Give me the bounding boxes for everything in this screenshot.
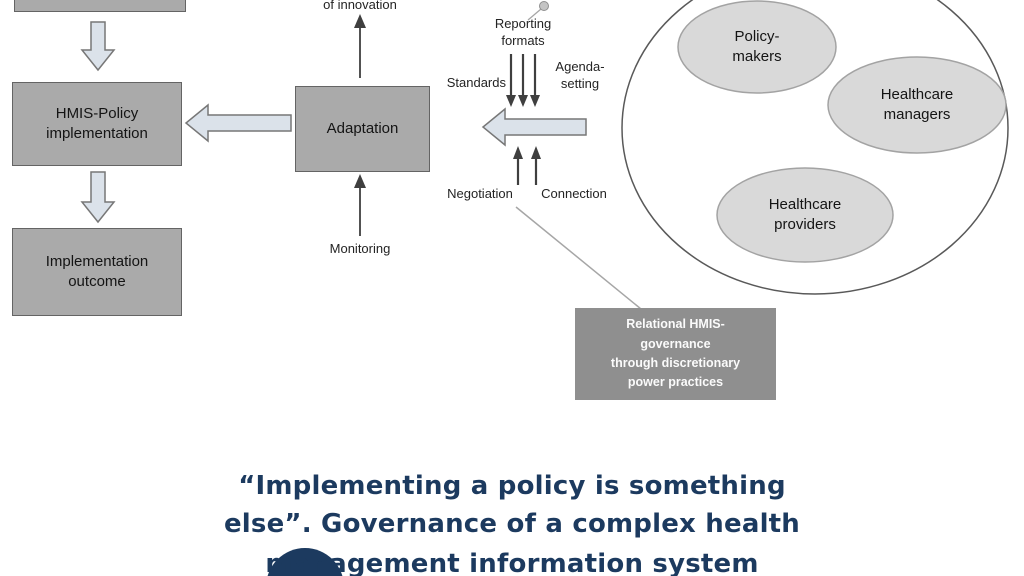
innovation-up-arrow <box>354 14 366 78</box>
healthcare-providers-ellipse <box>716 167 894 263</box>
reporting-callout-dot <box>527 1 549 21</box>
down-block-arrow-bottom <box>80 171 116 224</box>
negotiation-connection-up-arrows <box>513 146 541 185</box>
of-innovation-label: of innovation <box>323 0 397 12</box>
left-block-arrow-adaptation-to-policy <box>184 103 292 143</box>
monitoring-up-arrow <box>354 174 366 236</box>
paper-title-line-1: “Implementing a policy is something <box>238 471 786 501</box>
implementation-outcome-box: Implementation outcome <box>12 228 182 316</box>
monitoring-label: Monitoring <box>329 241 391 256</box>
paper-title-line-3: management information system <box>265 549 759 576</box>
truncated-top-box <box>14 0 186 12</box>
paper-title-line-2: else”. Governance of a complex health <box>223 509 801 539</box>
reporting-formats-label: Reporting formats <box>494 16 552 48</box>
policy-makers-ellipse <box>677 0 837 94</box>
healthcare-providers-label: Healthcare providers <box>768 196 842 233</box>
relational-governance-callout: Relational HMIS- governance through disc… <box>575 308 776 400</box>
callout-connector-line <box>515 206 642 310</box>
negotiation-label: Negotiation <box>447 186 513 201</box>
left-block-arrow-actors-to-adaptation <box>481 107 587 147</box>
policy-makers-label: Policy- makers <box>732 28 782 65</box>
standards-agenda-down-arrows <box>506 54 540 107</box>
agenda-setting-label: Agenda- setting <box>555 59 605 91</box>
hmis-policy-implementation-box: HMIS-Policy implementation <box>12 82 182 166</box>
adaptation-box: Adaptation <box>295 86 430 172</box>
standards-label: Standards <box>446 75 506 90</box>
connection-label: Connection <box>541 186 607 201</box>
healthcare-managers-label: Healthcare managers <box>880 86 954 123</box>
down-block-arrow-top <box>80 21 116 72</box>
healthcare-managers-ellipse <box>827 56 1007 154</box>
